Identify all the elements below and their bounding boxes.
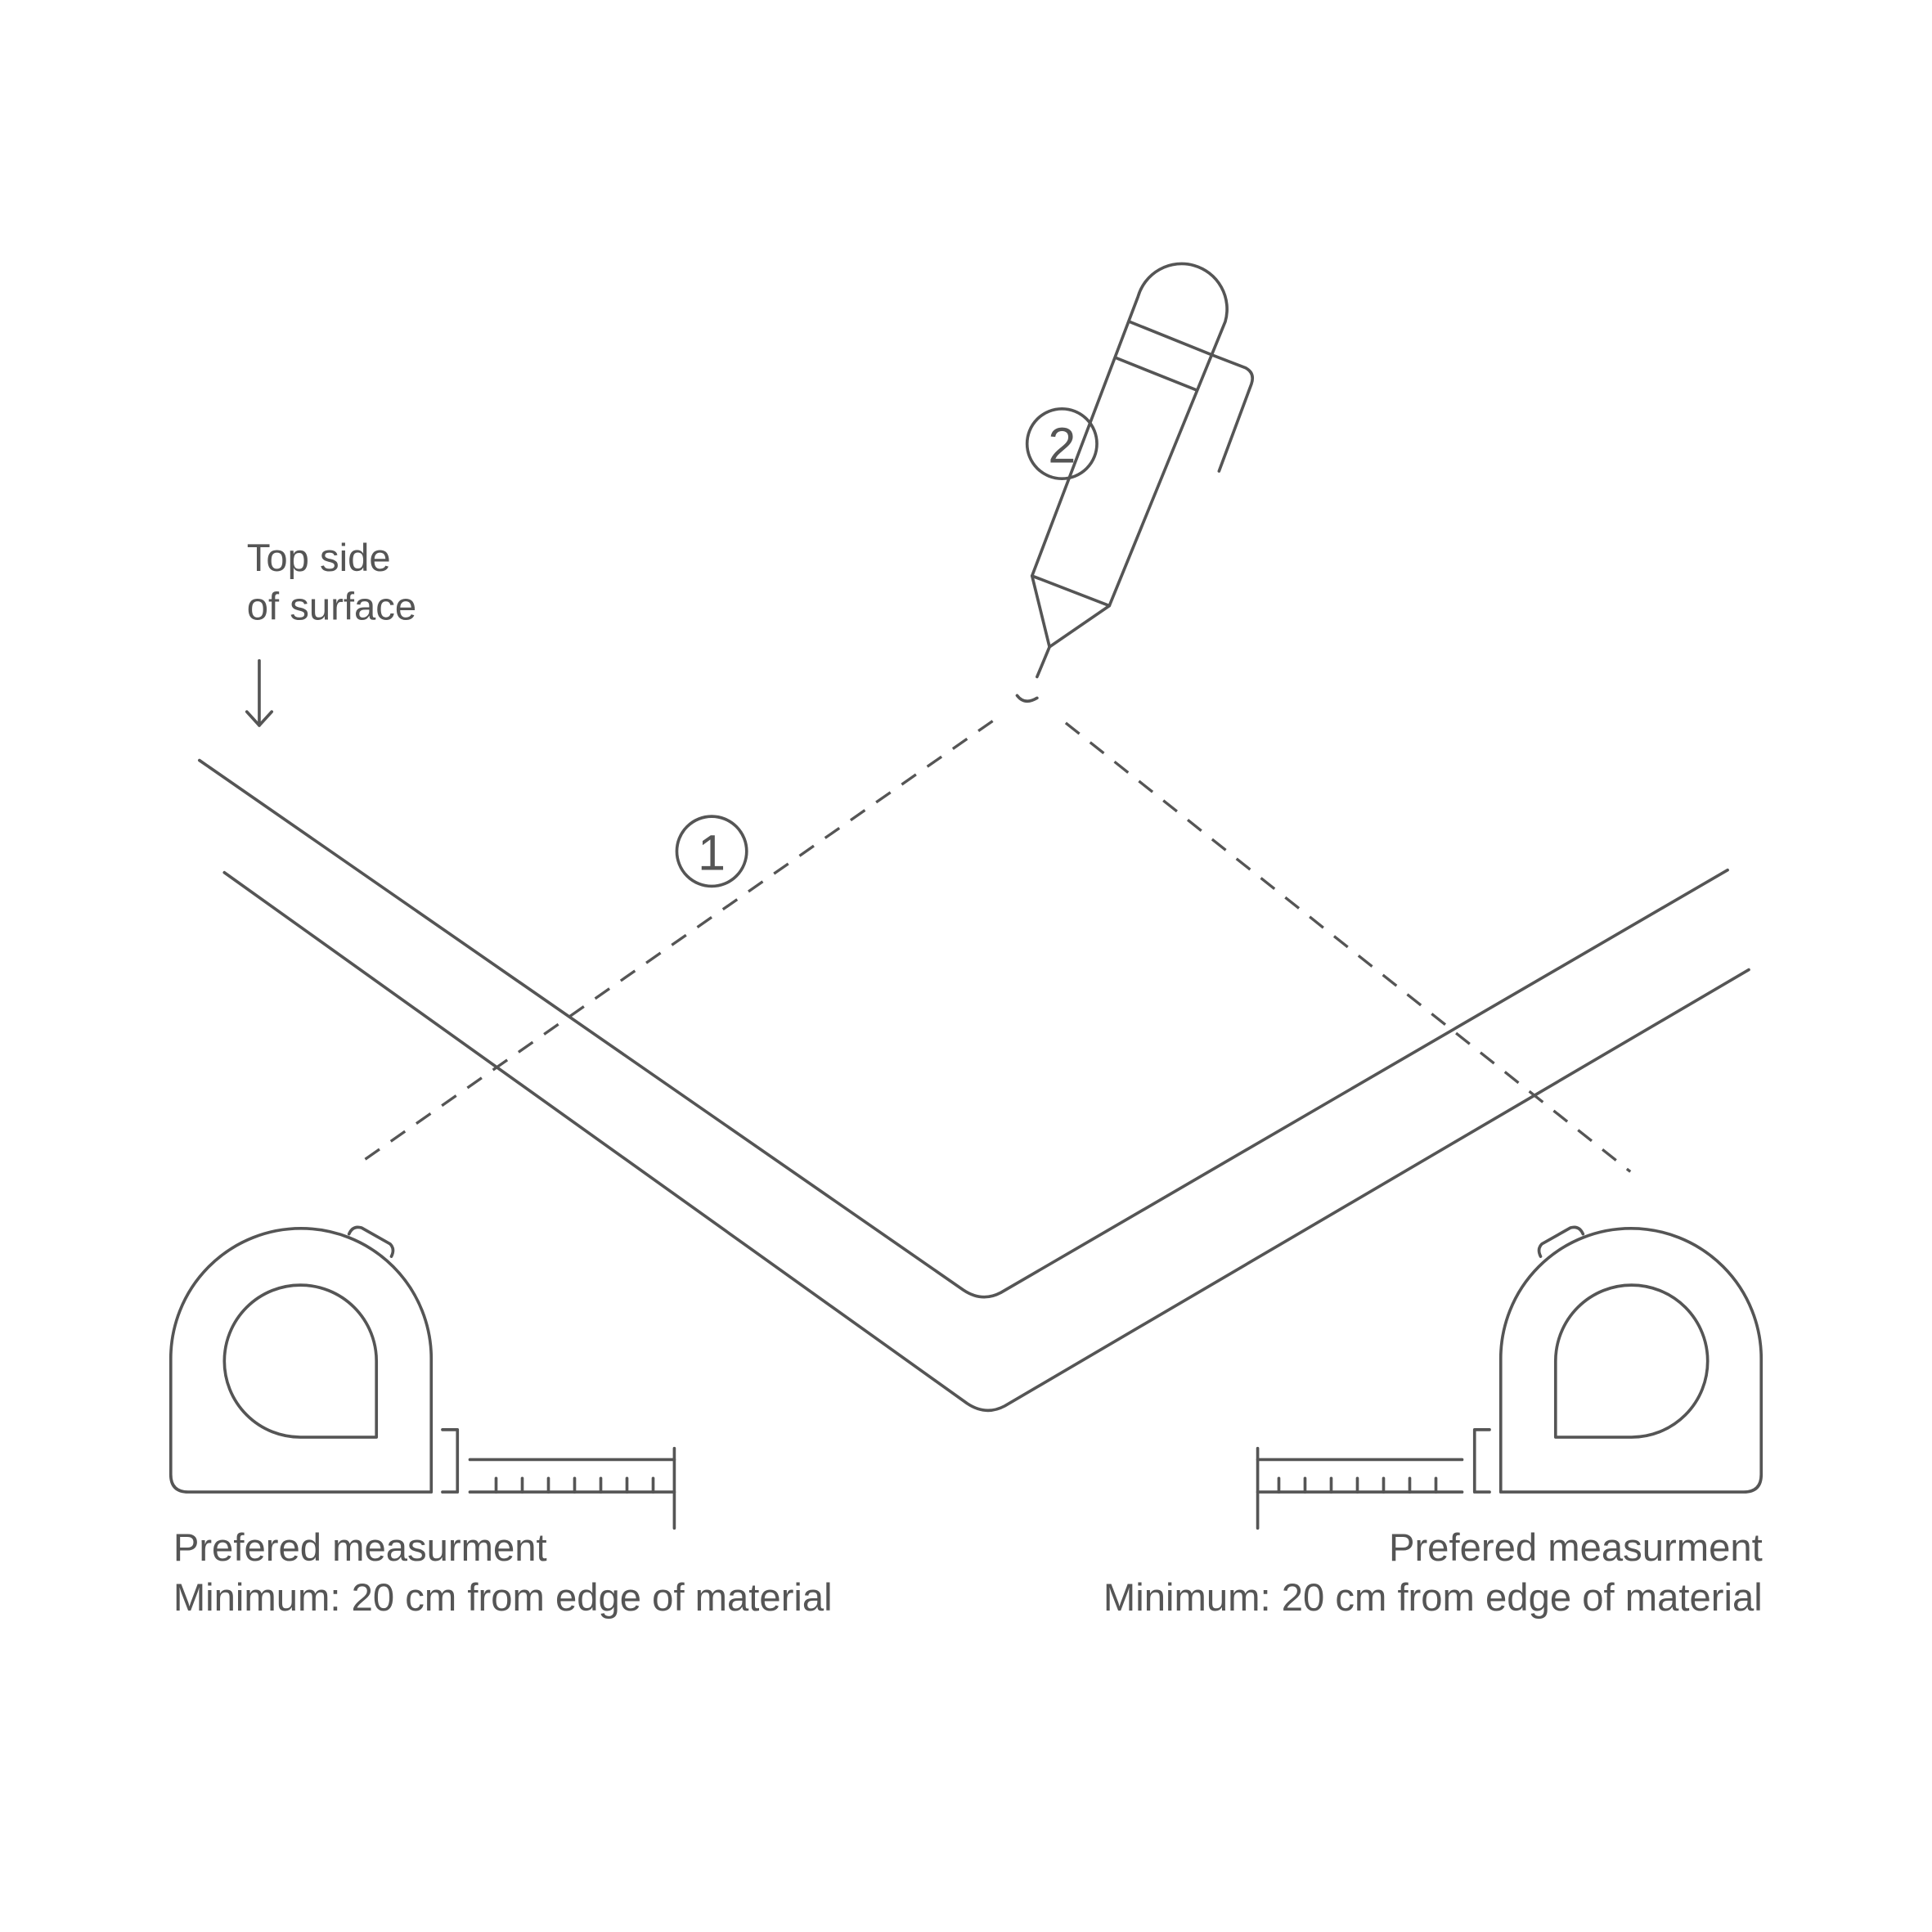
dashed-guide-right: [1064, 721, 1632, 1173]
top-side-label-line1: Top side: [247, 537, 391, 580]
surface-top-edge: [197, 758, 1729, 1299]
step-1-marker: 1: [675, 815, 748, 888]
left-measure-title: Prefered measurment: [173, 1526, 547, 1570]
right-measure-minimum: Minimum: 20 cm from edge of material: [1103, 1576, 1763, 1620]
arrow-down-icon: [245, 658, 274, 727]
tape-measure-right-icon: [1256, 1225, 1764, 1530]
mark-point: [1015, 694, 1039, 703]
right-measure-title: Prefered measurment: [1389, 1526, 1763, 1570]
tape-measure-left-icon: [168, 1225, 676, 1530]
step-2-marker: 2: [1025, 407, 1099, 480]
left-measure-minimum: Minimum: 20 cm from edge of material: [173, 1576, 833, 1620]
step-1-label: 1: [698, 825, 726, 881]
dashed-guide-left: [364, 719, 995, 1161]
pencil-icon: [1030, 262, 1255, 679]
step-2-label: 2: [1048, 417, 1076, 473]
surface-bottom-edge: [222, 870, 1750, 1413]
top-side-label-line2: of surface: [247, 585, 416, 628]
